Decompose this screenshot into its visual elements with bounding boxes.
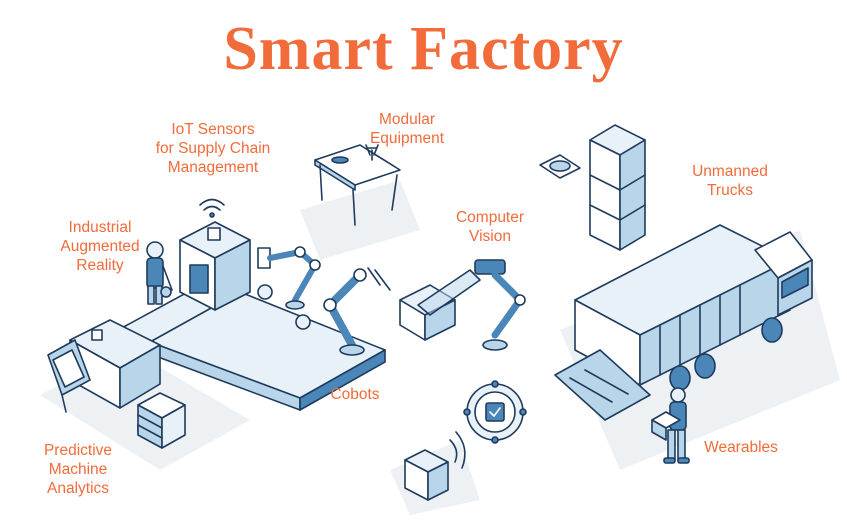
modular-table [314, 144, 401, 226]
truck [554, 224, 813, 421]
storage-rack [539, 124, 646, 251]
label-modular-equipment: Modular Equipment [369, 111, 445, 147]
page-title: Smart Factory [223, 15, 624, 83]
wearables-worker [651, 387, 690, 464]
label-predictive-analytics: Predictive Machine Analytics [43, 442, 113, 497]
label-iot-sensors: IoT Sensors for Supply Chain Management [155, 121, 271, 176]
iot-gateway [179, 221, 251, 311]
vision-station [399, 259, 526, 351]
wifi-icon [199, 198, 225, 218]
analytics-machine [47, 319, 173, 441]
label-computer-vision: Computer Vision [455, 209, 525, 245]
label-industrial-ar: Industrial Augmented Reality [60, 219, 140, 274]
tracked-box [404, 431, 466, 501]
label-unmanned-trucks: Unmanned Trucks [692, 163, 768, 199]
label-cobots: Cobots [330, 386, 380, 403]
target-icon [463, 380, 527, 444]
label-wearables: Wearables [704, 439, 778, 456]
ar-worker [146, 241, 173, 305]
cobot-arm [323, 267, 391, 356]
robot-arm-left [257, 246, 321, 330]
paper-stack [137, 392, 186, 449]
